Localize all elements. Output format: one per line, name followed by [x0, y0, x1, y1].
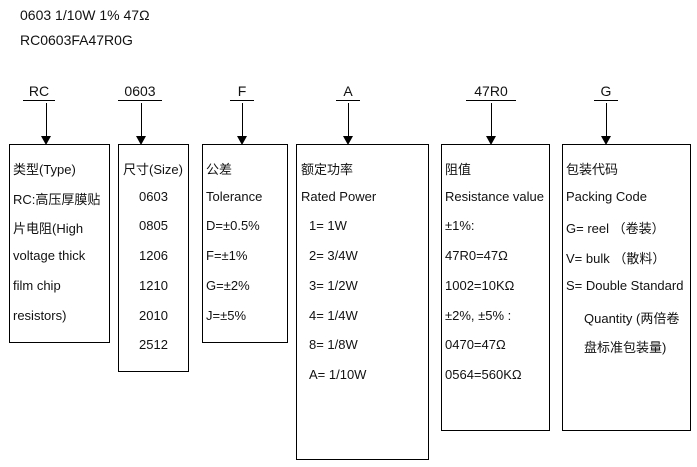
size-option: 2512 [139, 337, 168, 352]
power-heading-cn: 额定功率 [301, 162, 354, 177]
code-size: 0603 [118, 83, 162, 101]
spec-string: 0603 1/10W 1% 47Ω [20, 7, 150, 23]
type-box [9, 144, 110, 343]
type-line: film chip [13, 278, 61, 293]
size-box [118, 144, 189, 372]
code-tolerance: F [230, 83, 254, 101]
code-packing: G [594, 83, 618, 101]
part-number: RC0603FA47R0G [20, 32, 133, 48]
tolerance-heading-cn: 公差 [206, 162, 233, 177]
tolerance-option: G=±2% [206, 278, 250, 293]
tolerance-option: D=±0.5% [206, 218, 260, 233]
packing-option: Quantity (两倍卷 [584, 311, 680, 326]
code-type: RC [23, 83, 55, 101]
power-option: 4= 1/4W [309, 308, 358, 323]
resistance-box [441, 144, 550, 431]
resistance-line: 1002=10KΩ [445, 278, 515, 293]
code-power: A [336, 83, 360, 101]
resistance-line: ±2%, ±5% : [445, 308, 512, 323]
type-heading: 类型(Type) [13, 162, 76, 177]
packing-option: G= reel （卷装） [566, 221, 665, 236]
resistance-line: ±1%: [445, 218, 475, 233]
code-resistance: 47R0 [466, 83, 516, 101]
resistance-heading: Resistance value [445, 189, 544, 204]
packing-heading-cn: 包装代码 [566, 162, 619, 177]
power-option: A= 1/10W [309, 367, 367, 382]
packing-option: V= bulk （散料） [566, 251, 666, 266]
down-arrow-icon [601, 103, 613, 145]
down-arrow-icon [486, 103, 498, 145]
size-option: 1206 [139, 248, 168, 263]
power-box [296, 144, 429, 460]
tolerance-heading: Tolerance [206, 189, 263, 204]
packing-heading: Packing Code [566, 189, 647, 204]
down-arrow-icon [136, 103, 148, 145]
down-arrow-icon [343, 103, 355, 145]
tolerance-option: J=±5% [206, 308, 247, 323]
tolerance-option: F=±1% [206, 248, 248, 263]
packing-option: 盘标准包装量) [584, 340, 667, 355]
size-option: 2010 [139, 308, 168, 323]
type-line: 片电阻(High [13, 221, 84, 236]
type-line: resistors) [13, 308, 67, 323]
packing-option: S= Double Standard [566, 278, 684, 293]
size-option: 0805 [139, 218, 168, 233]
resistance-line: 0564=560KΩ [445, 367, 522, 382]
type-line: voltage thick [13, 248, 86, 263]
size-heading: 尺寸(Size) [123, 162, 183, 177]
down-arrow-icon [237, 103, 249, 145]
tolerance-box [202, 144, 288, 343]
resistance-heading-cn: 阻值 [445, 162, 472, 177]
type-line: RC:高压厚膜贴 [13, 192, 101, 207]
resistance-line: 47R0=47Ω [445, 248, 508, 263]
power-heading: Rated Power [301, 189, 377, 204]
power-option: 2= 3/4W [309, 248, 358, 263]
packing-box [562, 144, 691, 431]
down-arrow-icon [41, 103, 53, 145]
power-option: 3= 1/2W [309, 278, 358, 293]
power-option: 1= 1W [309, 218, 347, 233]
power-option: 8= 1/8W [309, 337, 358, 352]
size-option: 0603 [139, 189, 168, 204]
size-option: 1210 [139, 278, 168, 293]
resistance-line: 0470=47Ω [445, 337, 506, 352]
